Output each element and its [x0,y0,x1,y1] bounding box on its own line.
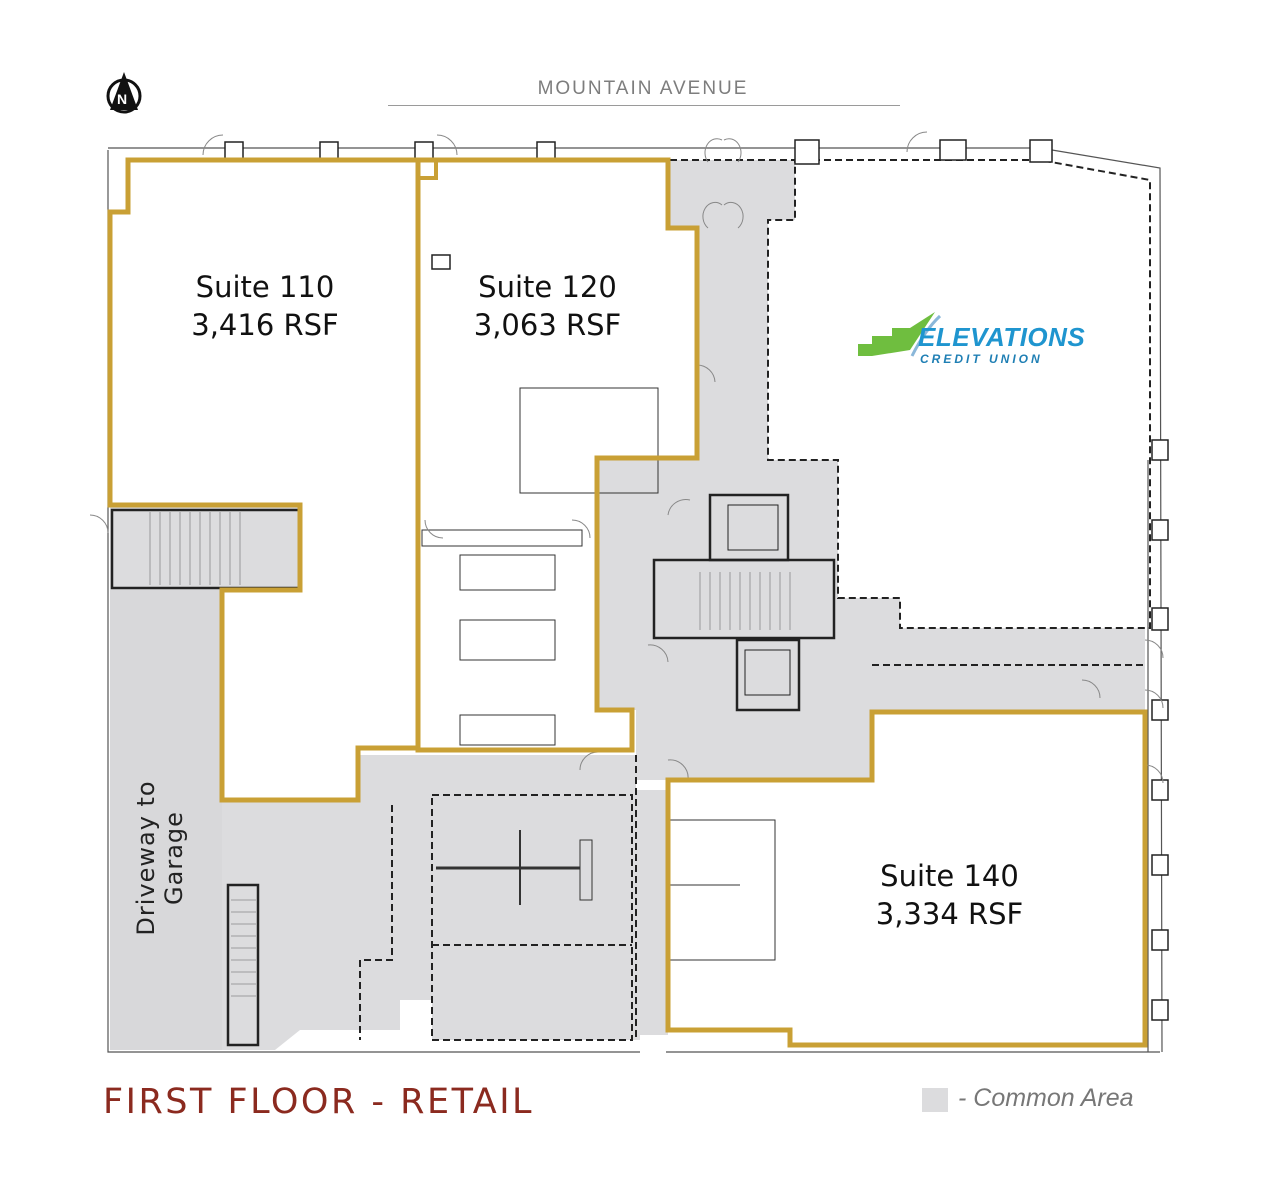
suite-140-label: Suite 140 3,334 RSF [862,857,1037,933]
suite-110-area: 3,416 RSF [191,308,339,342]
suite-140-area: 3,334 RSF [875,897,1024,931]
elevations-logo-icon [858,312,942,357]
suite-110-label: Suite 110 3,416 RSF [180,268,350,344]
north-arrow-letter: N [117,91,127,107]
tenant-logo-name: ELEVATIONS [918,322,1086,352]
suite-120-label: Suite 120 3,063 RSF [460,268,635,344]
driveway-area [110,590,222,1050]
driveway-label: Driveway to Garage [132,780,188,936]
common-area-legend-text: - Common Area [958,1084,1134,1112]
suite-140-name: Suite 140 [880,859,1019,893]
suite-110-name: Suite 110 [195,270,335,304]
common-area-swatch [922,1088,948,1112]
street-name: MOUNTAIN AVENUE [537,78,749,99]
north-arrow-icon [106,72,142,114]
floor-title: FIRST FLOOR - RETAIL [103,1082,535,1122]
common-area-regions [110,160,1145,1050]
suite-120-outline [415,157,700,753]
suite-120-name: Suite 120 [478,270,617,304]
street-line [388,105,900,106]
suite-140-outline [665,709,1148,1048]
suite-120-area: 3,063 RSF [473,308,622,342]
tenant-logo-subtitle: CREDIT UNION [920,352,1043,366]
